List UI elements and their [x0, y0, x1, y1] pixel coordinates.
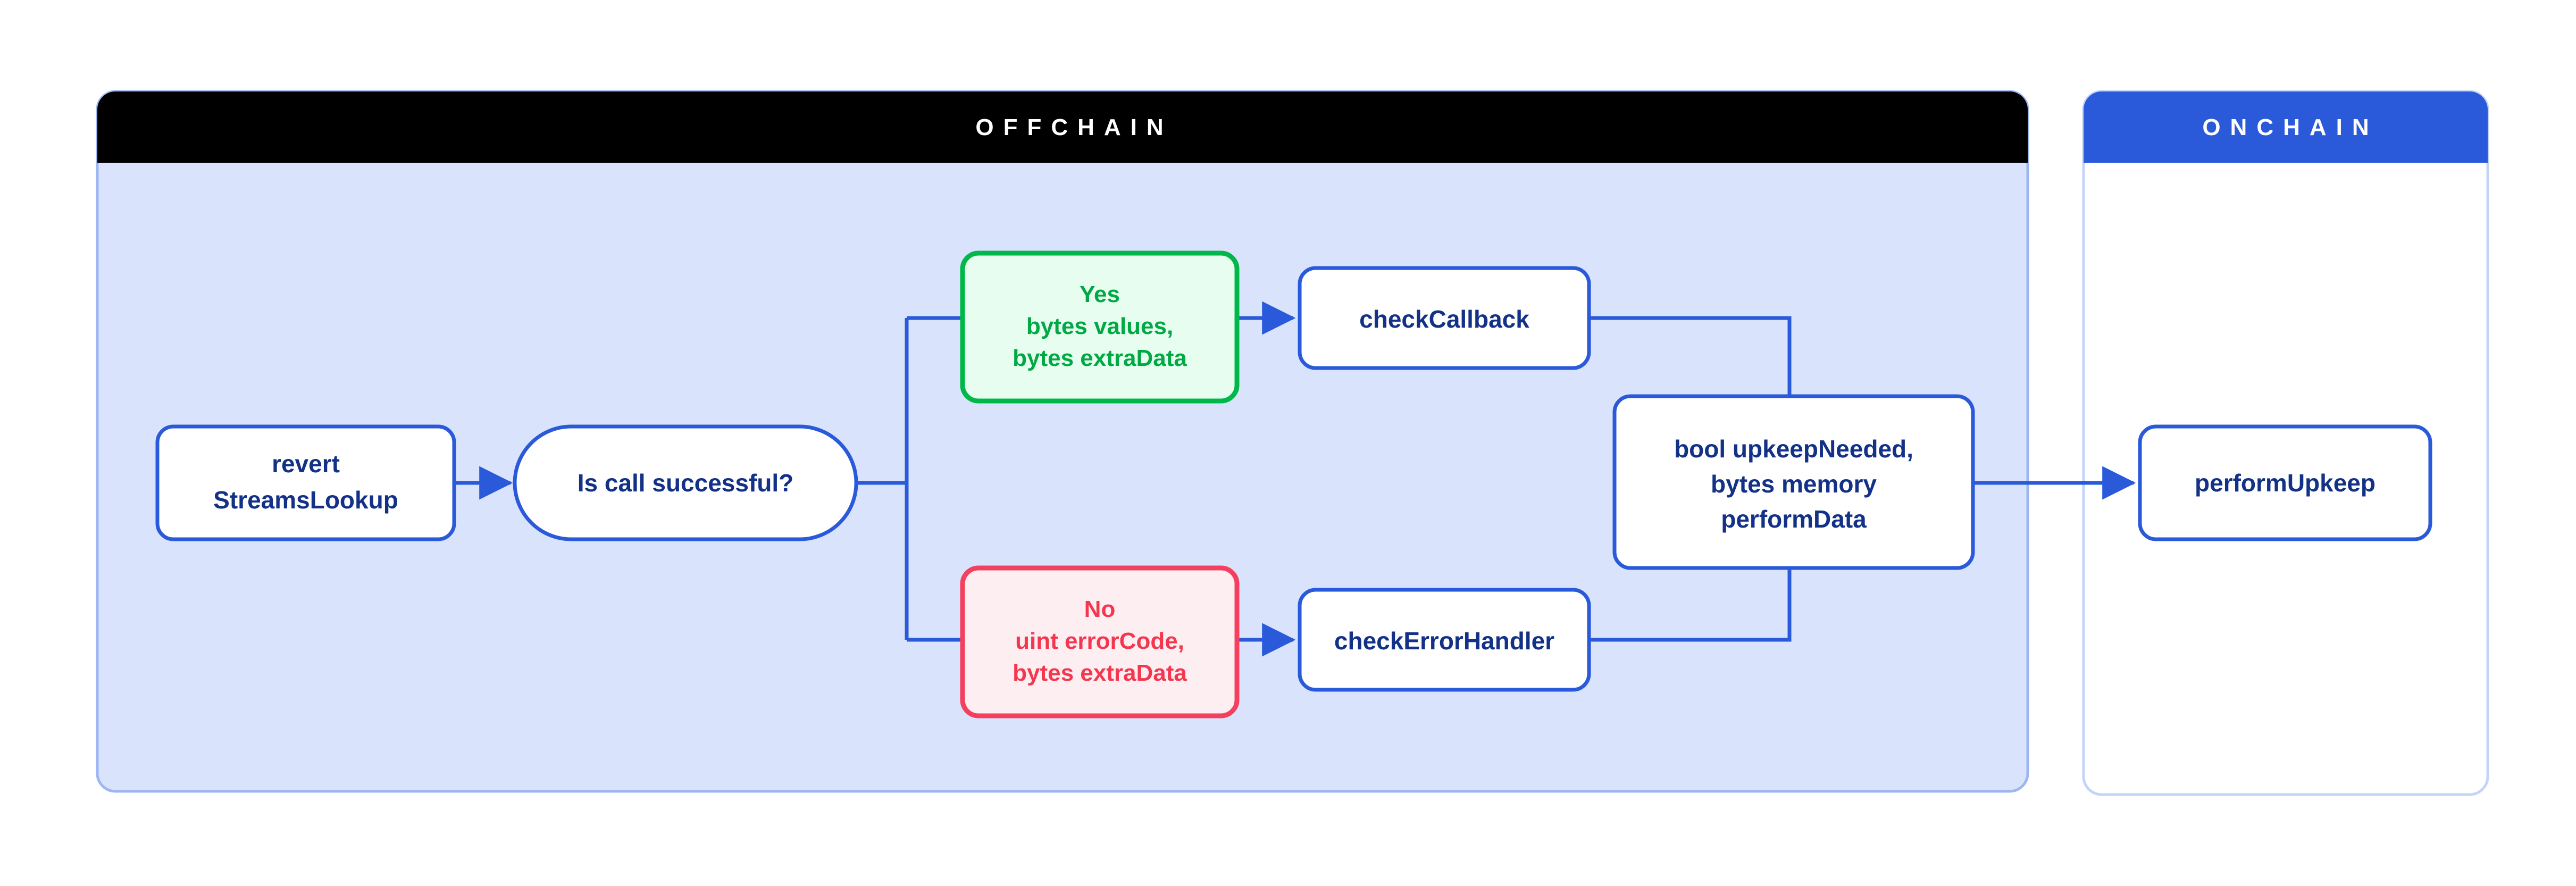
node-is-call-successful[interactable]: Is call successful? [513, 424, 858, 541]
node-upkeep-needed-box[interactable] [1612, 394, 1975, 570]
node-no-line1: No [1084, 596, 1116, 622]
node-decision-label: Is call successful? [578, 469, 794, 497]
offchain-panel-header [97, 91, 2028, 163]
node-no-line3: bytes extraData [1013, 660, 1187, 686]
node-revert-line1: revert [272, 450, 340, 478]
node-check-callback-box[interactable] [1298, 266, 1591, 370]
edge-checkcallback-to-upkeep [1589, 316, 1792, 396]
edge-checkerrorhandler-to-upkeep [1589, 568, 1792, 642]
offchain-title: OFFCHAIN [975, 114, 1173, 140]
connectors [454, 301, 2136, 657]
node-no-line2: uint errorCode, [1015, 628, 1184, 654]
node-check-callback[interactable]: checkCallback [1298, 266, 1591, 370]
node-perform-upkeep[interactable]: performUpkeep [2138, 424, 2432, 541]
node-perform-upkeep-box[interactable] [2138, 424, 2432, 541]
node-perform-upkeep-label: performUpkeep [2195, 469, 2376, 497]
node-check-error-handler-box[interactable] [1298, 588, 1591, 692]
node-upkeep-needed-line2: bytes memory [1711, 470, 1877, 498]
node-check-error-handler[interactable]: checkErrorHandler [1298, 588, 1591, 692]
onchain-panel-header [2084, 91, 2488, 163]
node-yes-line2: bytes values, [1026, 313, 1173, 339]
node-revert-line2: StreamsLookup [213, 486, 398, 514]
node-yes-line3: bytes extraData [1013, 345, 1187, 371]
node-check-callback-label: checkCallback [1359, 305, 1529, 333]
node-revert-streamslookup[interactable]: revert StreamsLookup [155, 424, 456, 541]
node-no-box[interactable] [960, 565, 1240, 718]
node-yes-branch[interactable]: Yes bytes values, bytes extraData [960, 250, 1240, 404]
onchain-title: ONCHAIN [2202, 114, 2378, 140]
node-yes-line1: Yes [1080, 281, 1120, 307]
node-upkeep-needed-line3: performData [1721, 505, 1867, 533]
node-upkeep-needed-line1: bool upkeepNeeded, [1674, 435, 1913, 463]
node-no-branch[interactable]: No uint errorCode, bytes extraData [960, 565, 1240, 718]
node-revert-box[interactable] [155, 424, 456, 541]
node-check-error-handler-label: checkErrorHandler [1334, 627, 1554, 655]
node-upkeep-needed[interactable]: bool upkeepNeeded, bytes memory performD… [1612, 394, 1975, 570]
node-decision-box[interactable] [513, 424, 858, 541]
node-yes-box[interactable] [960, 250, 1240, 404]
